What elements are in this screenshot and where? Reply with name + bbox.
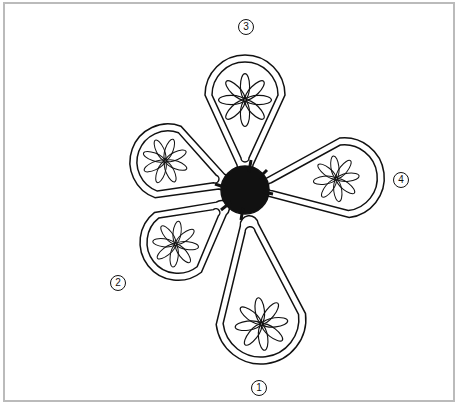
frame xyxy=(4,3,454,401)
callout-number: 3 xyxy=(238,19,254,35)
petal xyxy=(252,133,389,228)
petal xyxy=(119,113,242,220)
petal xyxy=(204,210,311,369)
callout-number: 2 xyxy=(110,275,126,291)
callout-number: 4 xyxy=(393,172,409,188)
receptacle xyxy=(215,160,273,220)
callout-number: 1 xyxy=(251,380,267,396)
petal xyxy=(205,55,285,173)
